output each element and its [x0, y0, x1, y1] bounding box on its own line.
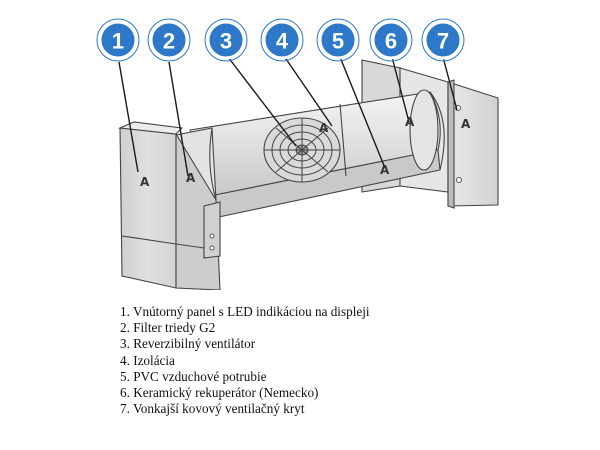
- badge-5: 5: [316, 18, 360, 62]
- tag-4: A: [319, 121, 329, 135]
- badge-7: 7: [421, 18, 465, 62]
- badge-3: 3: [204, 18, 248, 62]
- leader-lines: [118, 55, 458, 177]
- legend-item-2: 2. Filter triedy G2: [120, 320, 216, 336]
- badge-4-number: 4: [276, 29, 289, 54]
- badge-7-number: 7: [437, 29, 449, 54]
- tag-5: A: [380, 163, 390, 177]
- legend-item-3: 3. Reverzibilný ventilátor: [120, 336, 256, 352]
- legend-item-1: 1. Vnútorný panel s LED indikáciou na di…: [120, 304, 370, 319]
- badge-2: 2: [147, 18, 191, 62]
- legend-item-7: 7. Vonkajší kovový ventilačný kryt: [120, 401, 305, 417]
- badge-1: 1: [96, 18, 140, 62]
- parts-legend: 1. Vnútorný panel s LED indikáciou na di…: [120, 304, 370, 417]
- legend-item-6: 6. Keramický rekuperátor (Nemecko): [120, 385, 319, 401]
- ventilation-unit-diagram: A A A A A A 1 2 3 4 5 6 7: [96, 18, 499, 290]
- tag-2: A: [186, 171, 196, 185]
- badge-6-number: 6: [385, 29, 397, 54]
- tag-6: A: [405, 115, 415, 129]
- badge-5-number: 5: [332, 29, 344, 54]
- tag-1: A: [140, 175, 150, 189]
- legend-item-5: 5. PVC vzduchové potrubie: [120, 368, 267, 384]
- badge-4: 4: [260, 18, 304, 62]
- reversible-fan: [263, 117, 341, 183]
- part-tags: A A A A A A: [140, 115, 471, 189]
- badge-6: 6: [369, 18, 413, 62]
- tag-7: A: [461, 117, 471, 131]
- badge-3-number: 3: [220, 29, 232, 54]
- legend-item-4: 4. Izolácia: [120, 352, 175, 368]
- badge-2-number: 2: [163, 29, 175, 54]
- badge-1-number: 1: [112, 29, 124, 54]
